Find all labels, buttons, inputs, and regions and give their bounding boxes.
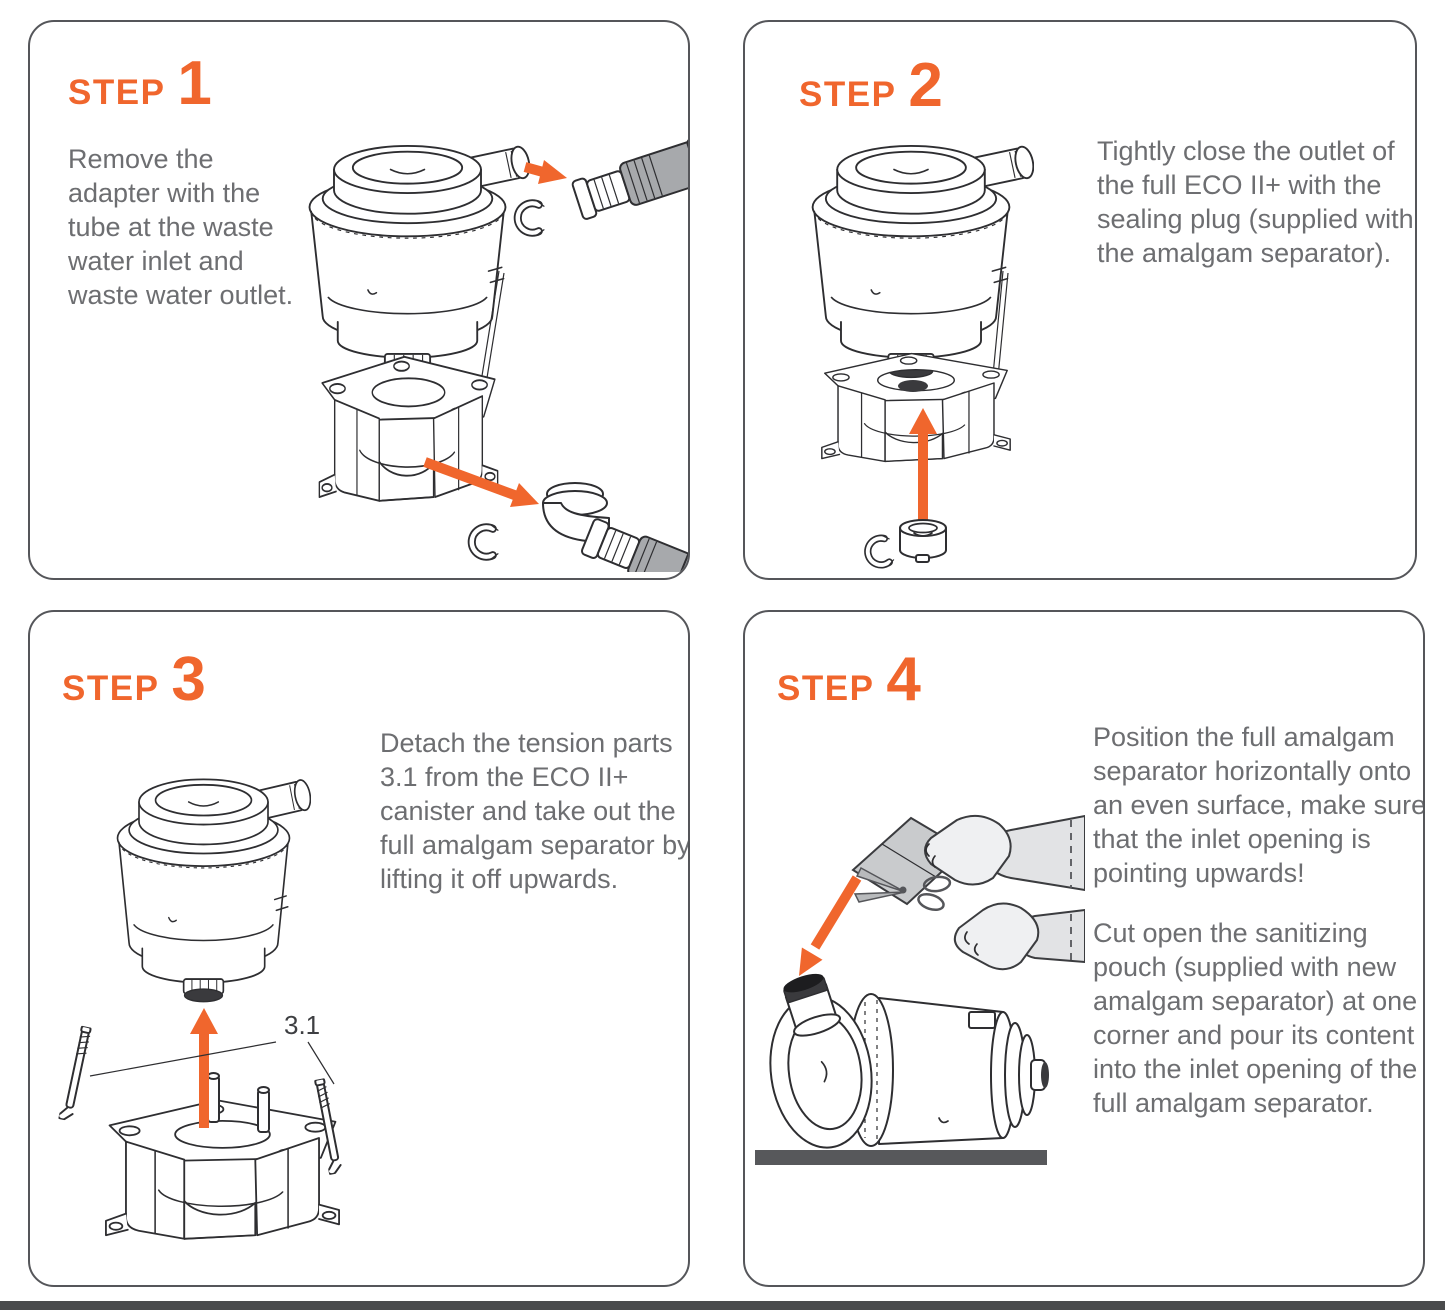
inlet-hose-adapter-illustration [571, 122, 688, 220]
page-bottom-divider [0, 1301, 1445, 1310]
step-2-heading: STEP 2 [799, 51, 943, 120]
step-label: STEP [799, 75, 897, 114]
inlet-opening-icon [783, 973, 841, 1037]
step-3-panel: STEP 3 Detach the tension parts 3.1 from… [28, 610, 690, 1287]
step-2-panel: STEP 2 Tightly close the outlet of the f… [743, 20, 1417, 580]
step-number: 2 [908, 51, 943, 120]
step-number: 3 [171, 645, 206, 714]
step-label: STEP [68, 73, 166, 112]
step-1-instructions: Remove the adapter with the tube at the … [68, 142, 306, 338]
tension-parts-callout-label: 3.1 [284, 1010, 320, 1040]
retaining-clip-icon [865, 534, 895, 569]
step-3-heading: STEP 3 [62, 645, 206, 714]
step-number: 1 [177, 49, 212, 118]
retaining-clip-icon [472, 525, 498, 559]
tension-pin-icon [207, 1072, 270, 1133]
step-number: 4 [886, 645, 921, 714]
step-1-heading: STEP 1 [68, 49, 212, 118]
step-2-illustration-sealing-plug [811, 144, 1034, 573]
step-1-illustration-separator-with-hoses-removed [308, 122, 688, 572]
step-4-panel: STEP 4 Position the full amalgam separat… [743, 610, 1425, 1287]
hands-cutting-pouch-illustration [851, 814, 1085, 971]
step-1-panel: STEP 1 Remove the adapter with the tube … [28, 20, 690, 580]
instruction-paragraph: Detach the tension parts 3.1 from the EC… [380, 728, 690, 894]
step-4-instructions: Position the full amalgam separator hori… [1093, 720, 1425, 1146]
scissors-icon [853, 866, 952, 912]
outlet-elbow-and-hose-illustration [542, 482, 688, 572]
callout-leader-lines [89, 1041, 335, 1085]
step-3-illustration-tension-parts: 3.1 [58, 777, 345, 1240]
arrow-down-right-icon [423, 457, 539, 507]
instruction-paragraph: Position the full amalgam separator hori… [1093, 722, 1425, 888]
step-label: STEP [62, 669, 160, 708]
tension-part-icon [58, 1024, 93, 1123]
instruction-paragraph: Remove the adapter with the tube at the … [68, 144, 294, 310]
retaining-clip-icon [518, 201, 544, 235]
arrow-up-icon [190, 1008, 218, 1128]
step-2-instructions: Tightly close the outlet of the full ECO… [1097, 134, 1415, 296]
arrow-right-icon [523, 160, 567, 184]
outlet-nub-icon [898, 380, 928, 392]
step-label: STEP [777, 669, 875, 708]
floor-surface [755, 1150, 1047, 1165]
sealing-plug-icon [899, 519, 947, 563]
instruction-paragraph: Tightly close the outlet of the full ECO… [1097, 136, 1414, 268]
step-4-heading: STEP 4 [777, 645, 921, 714]
step-3-instructions: Detach the tension parts 3.1 from the EC… [380, 726, 690, 922]
horizontal-separator-illustration [769, 973, 1049, 1149]
instruction-paragraph: Cut open the sanitizing pouch (supplied … [1093, 918, 1418, 1118]
step-4-illustration-pouring-sanitizer [755, 814, 1085, 1165]
arrow-down-left-icon [799, 875, 862, 976]
